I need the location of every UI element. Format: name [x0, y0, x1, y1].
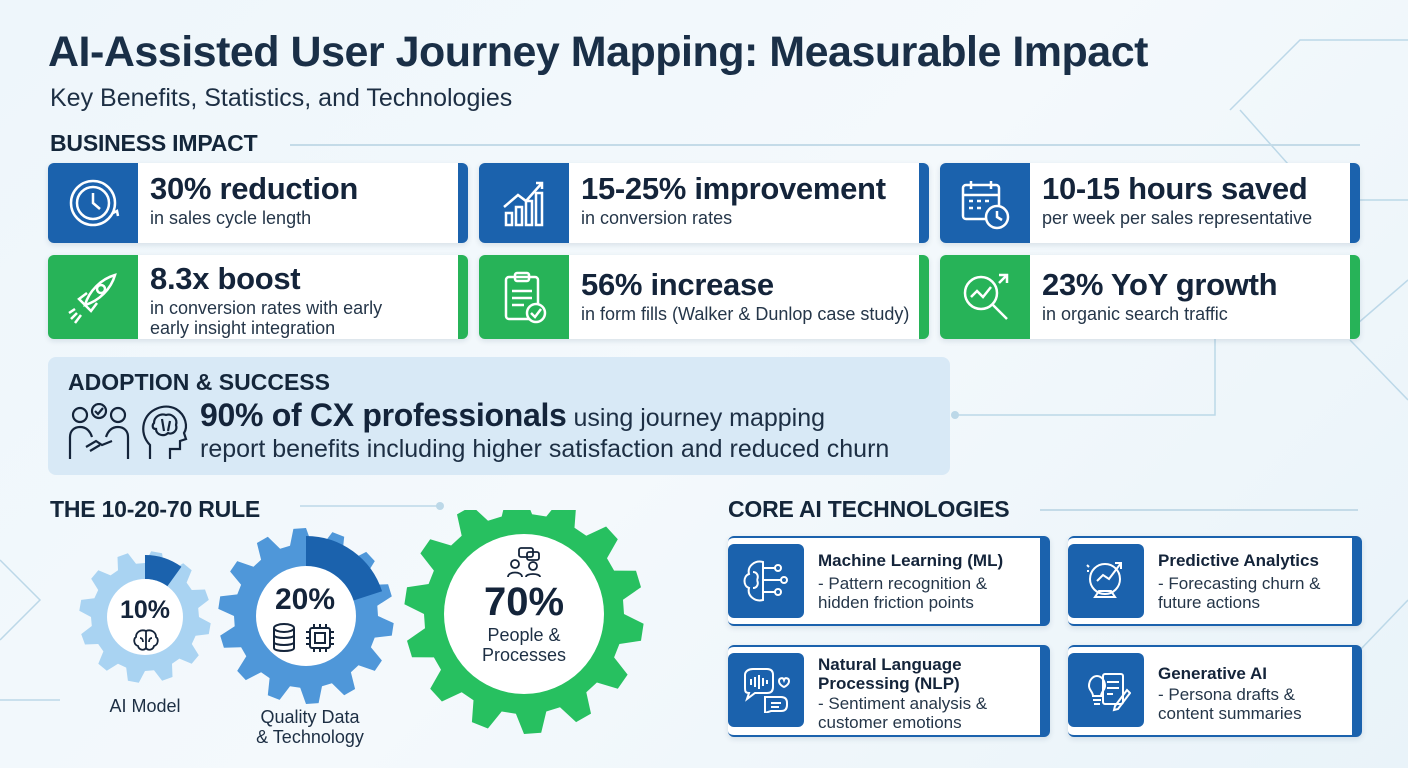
- tech-description: - Persona drafts &: [1158, 685, 1296, 704]
- gear-share-arc-0: [144, 554, 182, 587]
- stat-card-hours-saved: 10-15 hours saved per week per sales rep…: [940, 163, 1360, 243]
- chat-heart-icon: [728, 653, 804, 727]
- stat-description: in form fills (Walker & Dunlop case stud…: [581, 303, 910, 324]
- adoption-highlight: 90% of CX professionals: [200, 397, 567, 433]
- gear-center-0: [107, 579, 183, 655]
- tech-description: hidden friction points: [818, 593, 974, 612]
- crystal-ball-icon: [1068, 544, 1144, 618]
- gear-people-label: People &Processes: [454, 625, 594, 666]
- tech-heading: CORE AI TECHNOLOGIES: [728, 496, 1010, 522]
- handshake-people-icon: [66, 402, 134, 468]
- tech-title: Machine Learning (ML): [818, 551, 1004, 570]
- people-chat-icon: [505, 546, 545, 583]
- adoption-text-line2: report benefits including higher satisfa…: [200, 435, 890, 463]
- calendar-clock-icon: [940, 163, 1030, 243]
- gear-ai-model-percent: 10%: [119, 596, 171, 624]
- stat-value: 8.3x boost: [150, 261, 301, 296]
- tech-title: Natural Language: [818, 655, 962, 674]
- stat-value: 10-15 hours saved: [1042, 171, 1308, 206]
- clipboard-check-icon: [479, 255, 569, 339]
- brain-circuit-icon: [728, 544, 804, 618]
- tech-description: customer emotions: [818, 713, 962, 732]
- gear-center-2: [444, 534, 604, 694]
- stat-description: in conversion rates: [581, 207, 733, 228]
- page-subtitle: Key Benefits, Statistics, and Technologi…: [50, 84, 513, 112]
- stat-card-organic-growth: 23% YoY growth in organic search traffic: [940, 255, 1360, 339]
- section-divider: [1040, 509, 1358, 511]
- brain-head-icon: [140, 401, 190, 468]
- bar-chart-growth-icon: [479, 163, 569, 243]
- stat-card-form-fills: 56% increase in form fills (Walker & Dun…: [479, 255, 929, 339]
- stat-card-conversion: 15-25% improvement in conversion rates: [479, 163, 929, 243]
- rocket-icon: [48, 255, 138, 339]
- stat-value: 30% reduction: [150, 171, 358, 206]
- adoption-heading: ADOPTION & SUCCESS: [68, 369, 330, 395]
- stat-description: in organic search traffic: [1042, 303, 1228, 324]
- adoption-text-line1: using journey mapping: [566, 404, 826, 432]
- gear-share-arc-1: [305, 536, 383, 602]
- tech-title: Predictive Analytics: [1158, 551, 1319, 570]
- section-divider: [290, 144, 1360, 146]
- stat-description: in sales cycle length: [150, 207, 312, 228]
- tech-description: future actions: [1158, 593, 1261, 612]
- stat-description: early insight integration: [150, 318, 336, 339]
- tech-card-generative-ai: Generative AI - Persona drafts & content…: [1068, 645, 1362, 737]
- gear-data-percent: 20%: [274, 583, 336, 616]
- stat-value: 15-25% improvement: [581, 171, 886, 206]
- business-impact-heading: BUSINESS IMPACT: [50, 130, 258, 156]
- magnifier-chart-icon: [940, 255, 1030, 339]
- rule-heading: THE 10-20-70 RULE: [50, 496, 261, 522]
- gear-people-label-text: People &Processes: [481, 625, 567, 665]
- clock-icon: [48, 163, 138, 243]
- document-pen-icon: [1068, 653, 1144, 727]
- stat-description: in conversion rates with early: [150, 297, 383, 318]
- tech-title: Processing (NLP): [818, 674, 960, 693]
- stat-value: 23% YoY growth: [1042, 267, 1278, 302]
- tech-description: - Sentiment analysis &: [818, 694, 988, 713]
- brain-icon: [132, 628, 160, 657]
- gear-ai-model-label: AI Model: [109, 696, 181, 716]
- tech-card-machine-learning: Machine Learning (ML) - Pattern recognit…: [728, 536, 1050, 626]
- gear-data-label: Quality Data& Technology: [225, 707, 395, 748]
- adoption-panel: ADOPTION & SUCCESS 90% of CX professiona…: [48, 357, 950, 475]
- stat-card-boost: 8.3x boost in conversion rates with earl…: [48, 255, 468, 339]
- tech-title: Generative AI: [1158, 664, 1267, 683]
- gear-people-percent: 70%: [483, 580, 565, 624]
- database-chip-icon: [272, 622, 338, 659]
- tech-card-predictive-analytics: Predictive Analytics - Forecasting churn…: [1068, 536, 1362, 626]
- stat-value: 56% increase: [581, 267, 774, 302]
- stat-description: per week per sales representative: [1042, 207, 1313, 228]
- tech-description: content summaries: [1158, 704, 1302, 723]
- gear-data-label-text: Quality Data& Technology: [256, 707, 364, 747]
- stat-card-sales-cycle: 30% reduction in sales cycle length: [48, 163, 468, 243]
- tech-card-nlp: Natural Language Processing (NLP) - Sent…: [728, 645, 1050, 737]
- tech-description: - Pattern recognition &: [818, 574, 988, 593]
- page-title: AI-Assisted User Journey Mapping: Measur…: [48, 28, 1148, 76]
- tech-description: - Forecasting churn &: [1158, 574, 1321, 593]
